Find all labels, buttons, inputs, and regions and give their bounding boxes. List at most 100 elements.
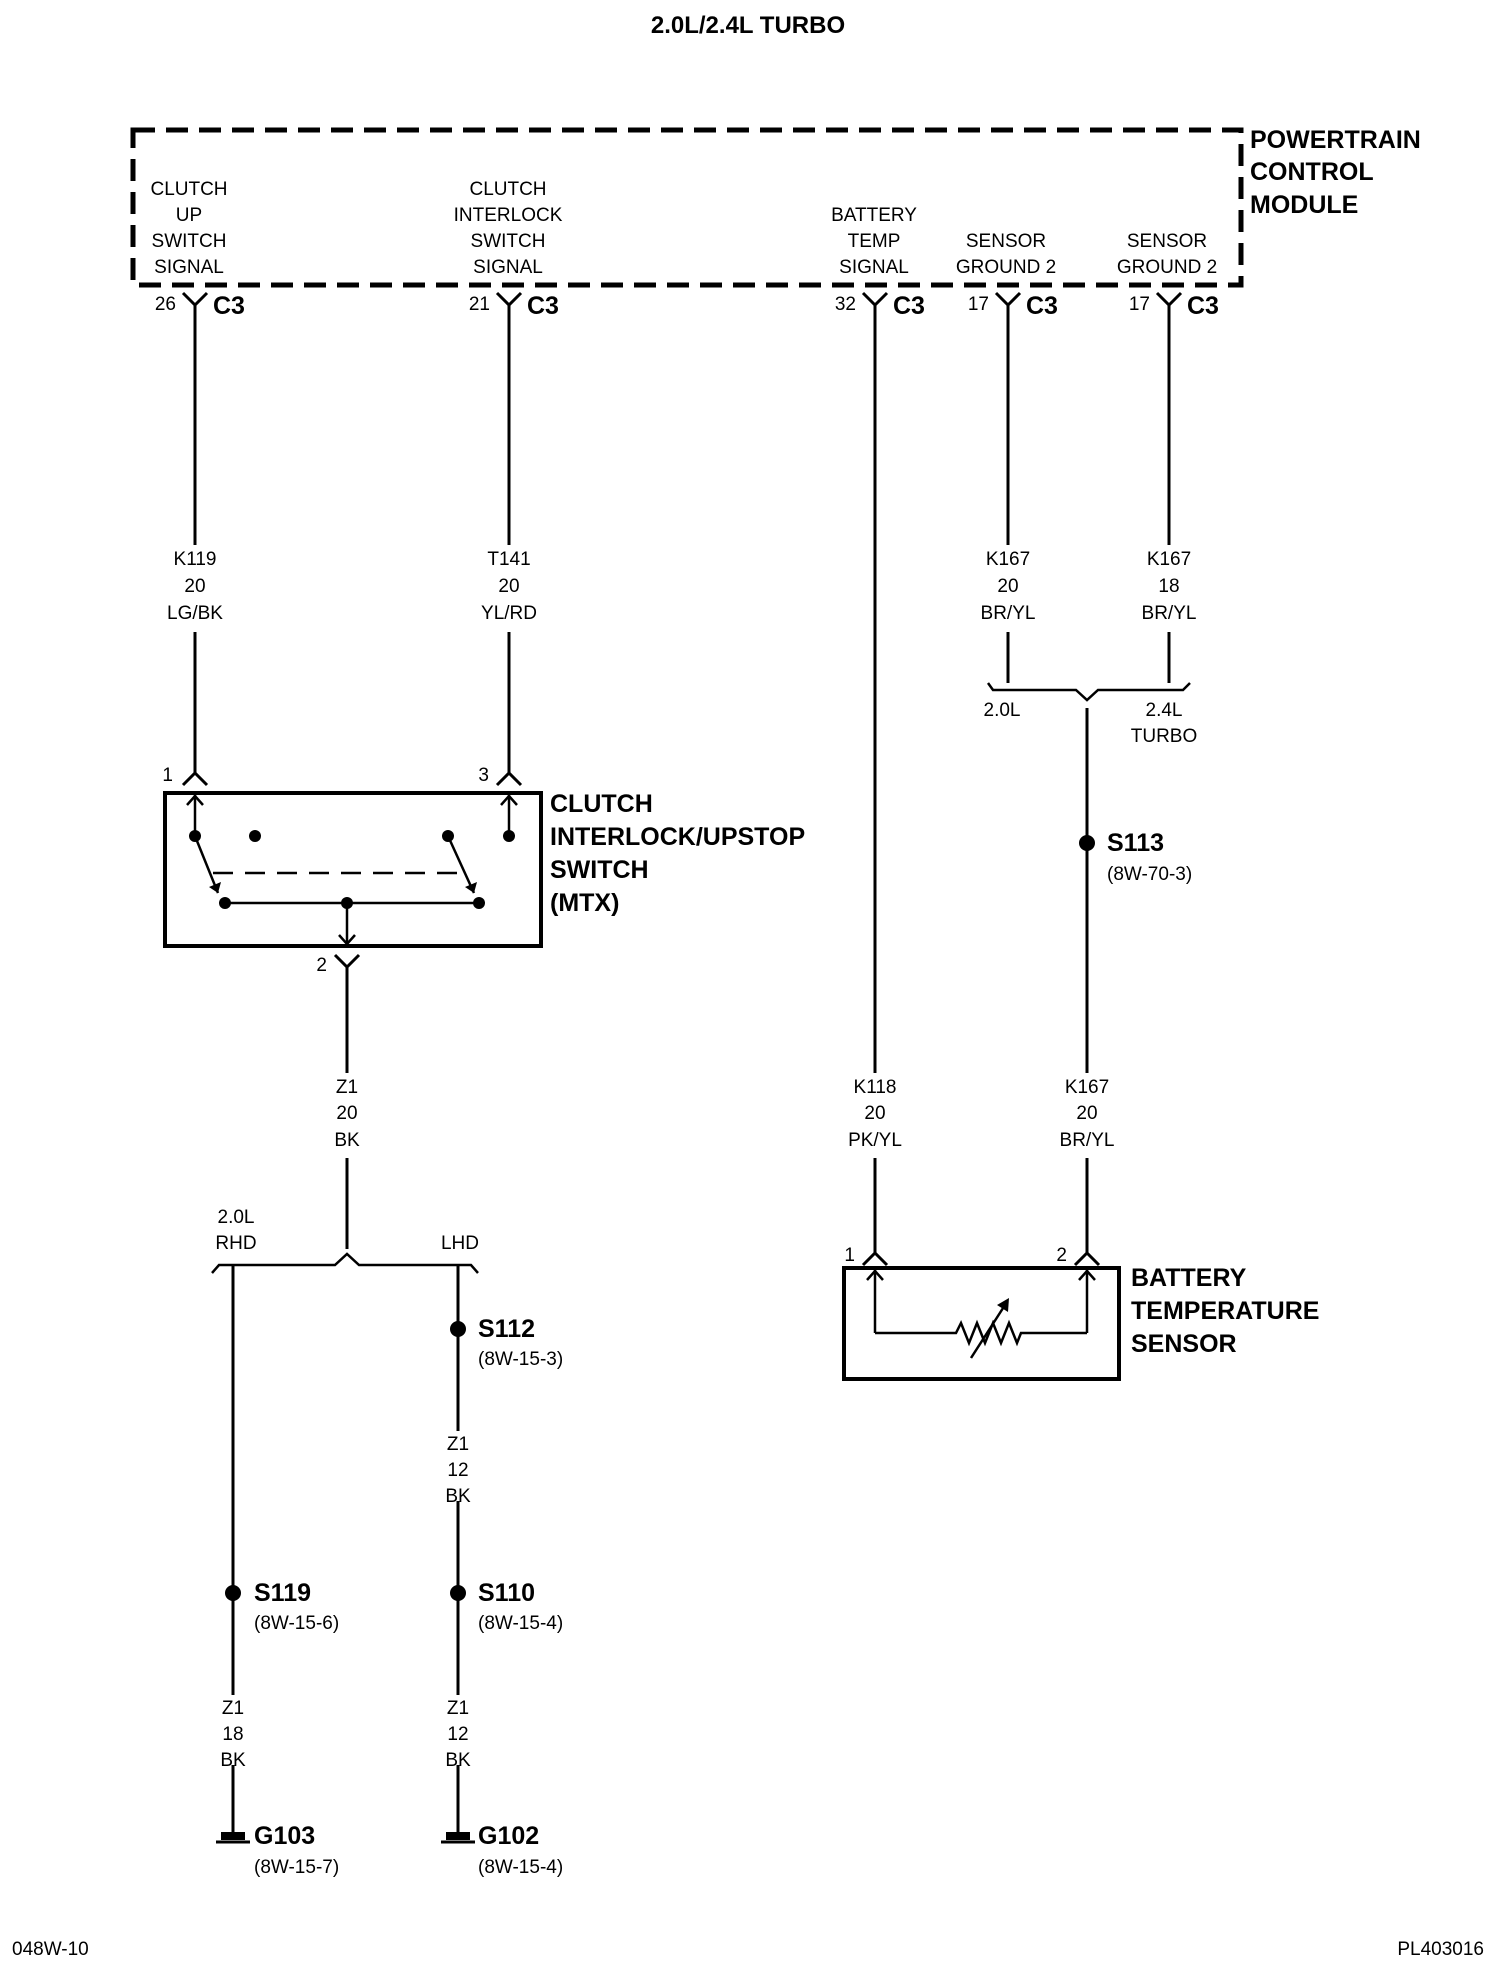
svg-text:BK: BK (334, 1130, 360, 1151)
splice-s110-label: S110 (478, 1579, 535, 1607)
wire-label-z1-12-b: Z1 12 BK (445, 1698, 471, 1771)
svg-text:Z1: Z1 (447, 1698, 469, 1719)
ground-g103-icon (216, 1832, 250, 1844)
svg-text:26: 26 (155, 294, 176, 315)
svg-text:GROUND 2: GROUND 2 (956, 257, 1056, 278)
svg-text:BK: BK (220, 1750, 246, 1771)
variant-label-lhd: LHD (441, 1233, 479, 1254)
pin-label-battery-temp: BATTERY TEMP SIGNAL (831, 205, 917, 278)
splice-s110-ref: (8W-15-4) (478, 1613, 563, 1634)
wire-label-z1-18: Z1 18 BK (220, 1698, 246, 1771)
connector-pin-32: 32 C3 (835, 291, 925, 320)
svg-text:1: 1 (844, 1245, 855, 1266)
splice-s112-label: S112 (478, 1315, 535, 1343)
svg-text:C3: C3 (213, 292, 245, 320)
svg-text:1: 1 (162, 765, 173, 786)
battery-sensor-label: BATTERY TEMPERATURE SENSOR (1131, 1264, 1319, 1358)
clutch-switch-label: CLUTCH INTERLOCK/UPSTOP SWITCH (MTX) (550, 790, 805, 917)
svg-text:20: 20 (336, 1103, 357, 1124)
svg-text:18: 18 (222, 1724, 243, 1745)
battery-sensor-connector-pins: 1 2 (844, 1245, 1101, 1267)
svg-text:BR/YL: BR/YL (1142, 603, 1197, 624)
wire-label-z1-20: Z1 20 BK (334, 1077, 360, 1151)
page-title: 2.0L/2.4L TURBO (651, 12, 845, 39)
svg-text:MODULE: MODULE (1250, 191, 1358, 219)
svg-text:20: 20 (1076, 1103, 1097, 1124)
pin-label-clutch-up: CLUTCH UP SWITCH SIGNAL (150, 179, 227, 278)
ground-g102-icon (441, 1832, 475, 1844)
svg-text:20: 20 (498, 576, 519, 597)
svg-text:2: 2 (1056, 1245, 1067, 1266)
svg-text:CLUTCH: CLUTCH (550, 790, 653, 818)
svg-text:TEMPERATURE: TEMPERATURE (1131, 1297, 1319, 1325)
svg-text:BR/YL: BR/YL (981, 603, 1036, 624)
wire-label-k167-18: K167 18 BR/YL (1142, 549, 1197, 624)
svg-text:2.0L: 2.0L (218, 1207, 255, 1228)
svg-text:12: 12 (447, 1724, 468, 1745)
connector-pin-21: 21 C3 (469, 291, 559, 320)
wire-label-k118: K118 20 PK/YL (848, 1077, 902, 1151)
svg-text:K118: K118 (854, 1077, 897, 1098)
svg-text:Z1: Z1 (447, 1434, 469, 1455)
svg-text:LG/BK: LG/BK (167, 603, 223, 624)
ground-g103-ref: (8W-15-7) (254, 1857, 339, 1878)
footer-page-id: 048W-10 (12, 1939, 89, 1960)
variant-label-2-4l-turbo: 2.4L TURBO (1131, 700, 1198, 747)
svg-text:2.4L: 2.4L (1146, 700, 1183, 721)
splice-s119-ref: (8W-15-6) (254, 1613, 339, 1634)
svg-text:SWITCH: SWITCH (152, 231, 227, 252)
splice-s113-ref: (8W-70-3) (1107, 864, 1192, 885)
svg-text:SENSOR: SENSOR (1131, 1330, 1237, 1358)
svg-text:CLUTCH: CLUTCH (469, 179, 546, 200)
svg-text:K119: K119 (174, 549, 217, 570)
wire-label-bg-z1-12-a (445, 1431, 471, 1501)
svg-text:Z1: Z1 (336, 1077, 358, 1098)
svg-text:GROUND 2: GROUND 2 (1117, 257, 1217, 278)
connector-pin-17-b: 17 C3 (1129, 291, 1219, 320)
svg-text:TEMP: TEMP (848, 231, 901, 252)
splice-s113-label: S113 (1107, 829, 1164, 857)
ground-g103-label: G103 (254, 1822, 315, 1850)
svg-text:Z1: Z1 (222, 1698, 244, 1719)
svg-text:3: 3 (478, 765, 489, 786)
wire-label-t141: T141 20 YL/RD (481, 549, 537, 624)
pcm-module-label: POWERTRAIN CONTROL MODULE (1250, 126, 1421, 219)
clutch-switch-box (163, 791, 543, 948)
wire-label-k167-lower: K167 20 BR/YL (1060, 1077, 1115, 1151)
pcm-module-box (130, 127, 1244, 288)
svg-text:UP: UP (176, 205, 202, 226)
svg-text:18: 18 (1158, 576, 1179, 597)
splice-s119-label: S119 (254, 1579, 311, 1607)
svg-text:17: 17 (968, 294, 989, 315)
connector-pin-17-a: 17 C3 (968, 291, 1058, 320)
svg-text:SENSOR: SENSOR (1127, 231, 1207, 252)
battery-sensor-box (842, 1266, 1121, 1381)
svg-text:CLUTCH: CLUTCH (150, 179, 227, 200)
svg-text:17: 17 (1129, 294, 1150, 315)
svg-text:INTERLOCK/UPSTOP: INTERLOCK/UPSTOP (550, 823, 805, 851)
svg-text:C3: C3 (527, 292, 559, 320)
svg-text:C3: C3 (1026, 292, 1058, 320)
svg-text:SWITCH: SWITCH (550, 856, 649, 884)
svg-text:20: 20 (184, 576, 205, 597)
pin-label-sensor-ground-b: SENSOR GROUND 2 (1117, 231, 1217, 278)
ground-g102-label: G102 (478, 1822, 539, 1850)
svg-text:SIGNAL: SIGNAL (839, 257, 909, 278)
ground-g102-ref: (8W-15-4) (478, 1857, 563, 1878)
svg-text:TURBO: TURBO (1131, 726, 1198, 747)
variant-label-2-0l-rhd: 2.0L RHD (215, 1207, 256, 1254)
wire-label-k167-20: K167 20 BR/YL (981, 549, 1036, 624)
svg-text:SENSOR: SENSOR (966, 231, 1046, 252)
svg-text:(MTX): (MTX) (550, 889, 619, 917)
svg-text:SIGNAL: SIGNAL (154, 257, 224, 278)
svg-text:K167: K167 (1147, 549, 1191, 570)
svg-text:K167: K167 (1065, 1077, 1109, 1098)
svg-text:YL/RD: YL/RD (481, 603, 537, 624)
thermistor-icon (866, 1268, 1096, 1359)
wire-label-bg-z1-18 (220, 1695, 246, 1765)
splice-s119-dot (225, 1585, 241, 1601)
pin-label-sensor-ground-a: SENSOR GROUND 2 (956, 231, 1056, 278)
wire-label-k119: K119 20 LG/BK (167, 549, 223, 624)
svg-text:SWITCH: SWITCH (471, 231, 546, 252)
